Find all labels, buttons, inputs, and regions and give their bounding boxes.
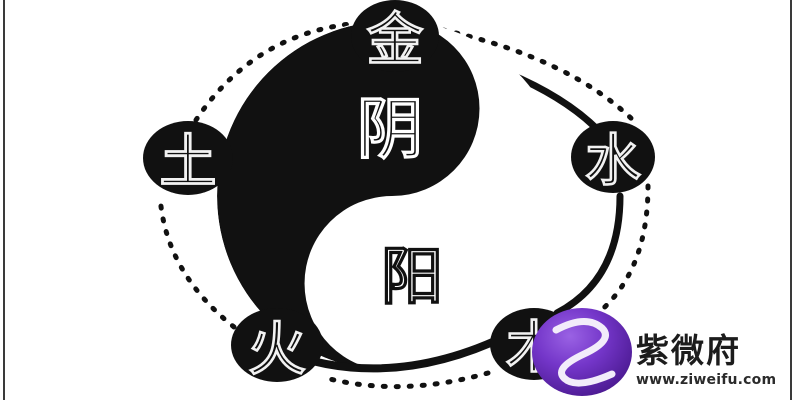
connector-ring-dashed bbox=[157, 21, 651, 390]
taiji-yin-label: 阴 bbox=[357, 91, 423, 168]
element-node-wood[interactable]: 木 bbox=[490, 308, 578, 382]
element-node-wood-label: 木 bbox=[506, 316, 562, 381]
connector-earth-metal-dashed bbox=[193, 21, 353, 123]
element-node-earth-bg bbox=[143, 121, 233, 195]
element-node-metal[interactable]: 金 bbox=[351, 0, 439, 74]
element-node-water-label: 水 bbox=[585, 129, 641, 194]
taiji-symbol bbox=[216, 20, 568, 373]
element-node-earth-label: 土 bbox=[160, 129, 217, 195]
element-node-metal-label: 金 bbox=[367, 7, 424, 73]
element-node-water-bg bbox=[571, 121, 655, 193]
connector-water-wood-solid bbox=[553, 192, 624, 317]
element-node-metal-bg bbox=[351, 0, 439, 72]
element-node-fire[interactable]: 火 bbox=[231, 308, 323, 384]
element-node-fire-bg bbox=[231, 308, 323, 382]
connector-water-wood-dashed bbox=[570, 183, 651, 333]
scan-border-left bbox=[3, 0, 5, 400]
connector-fire-earth-dashed bbox=[157, 193, 237, 330]
element-node-fire-label: 火 bbox=[248, 315, 306, 383]
scan-border-right bbox=[790, 0, 792, 400]
connector-wood-fire-dashed bbox=[319, 370, 491, 390]
connector-metal-water-dashed bbox=[440, 27, 638, 125]
taiji-yang-label: 阳 bbox=[381, 240, 443, 313]
taiji-yin-field bbox=[217, 21, 480, 371]
element-node-earth[interactable]: 土 bbox=[143, 121, 233, 196]
element-node-water[interactable]: 水 bbox=[571, 121, 655, 195]
